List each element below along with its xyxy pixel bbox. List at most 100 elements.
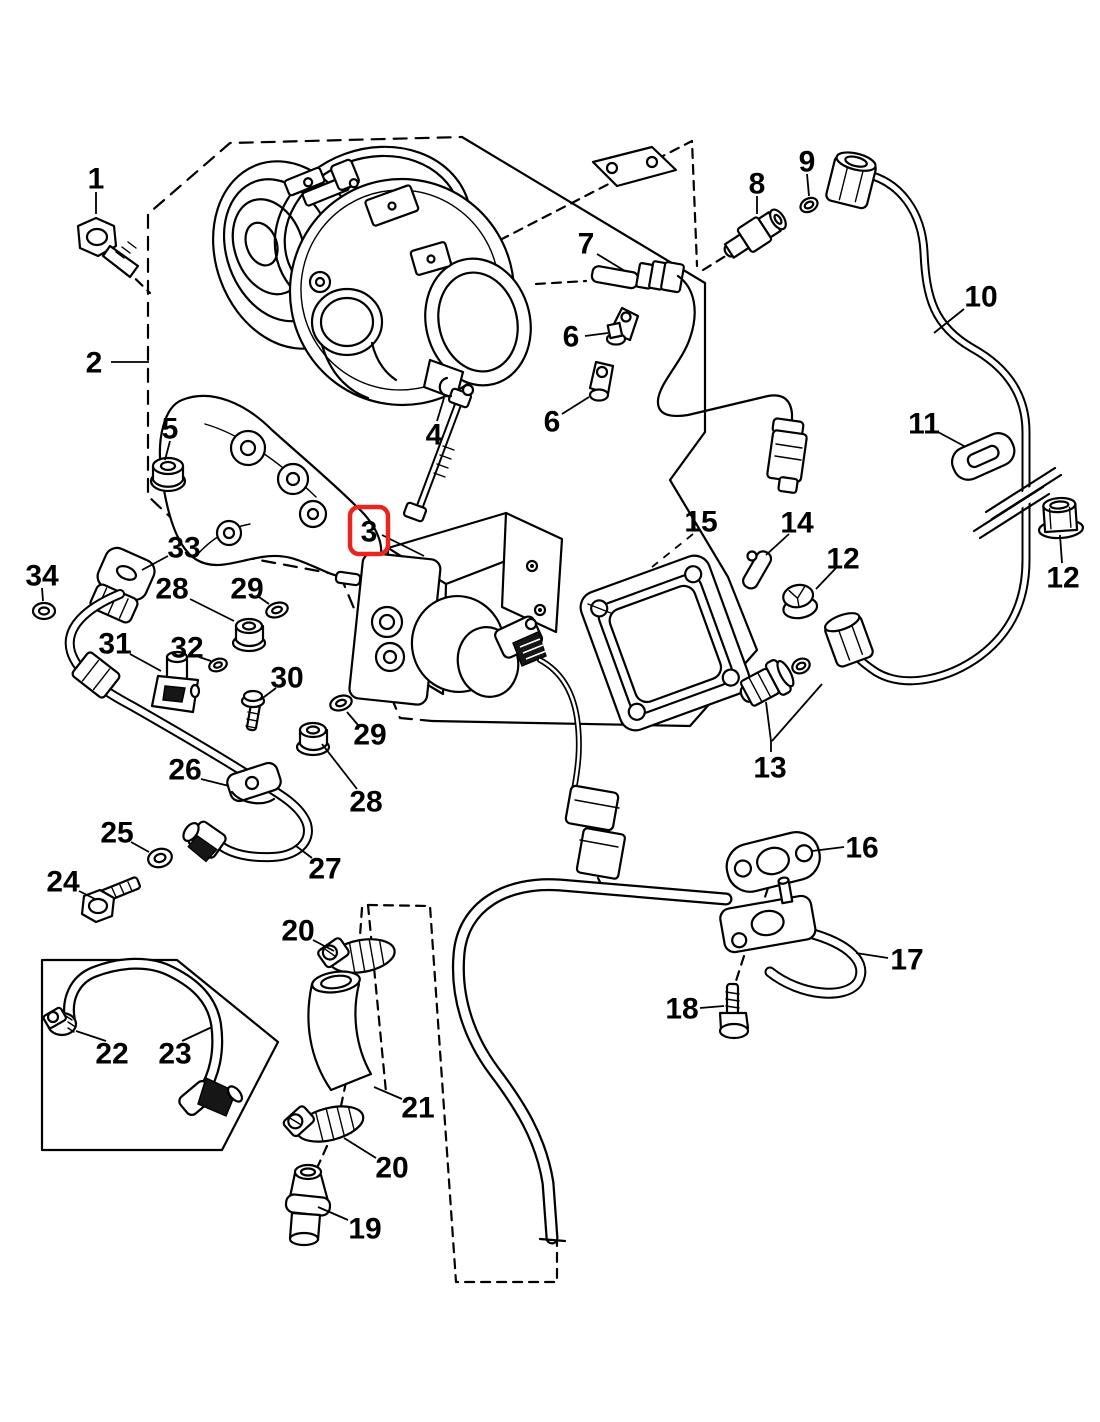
pipe-nut-lower	[823, 612, 874, 668]
washer-9b	[791, 657, 811, 675]
part-number-31[interactable]: 31	[98, 628, 131, 661]
hose-21	[307, 982, 373, 1092]
leader-line-part-13	[765, 701, 772, 752]
leader-line-part-20	[312, 939, 335, 952]
part-number-21[interactable]: 21	[401, 1092, 434, 1125]
retaining-clip-4	[438, 376, 453, 398]
leader-line-part-10	[933, 308, 965, 334]
washer-29b	[329, 694, 353, 712]
part-number-1[interactable]: 1	[88, 163, 105, 196]
part-number-33[interactable]: 33	[167, 532, 200, 565]
part-number-34[interactable]: 34	[25, 560, 59, 593]
part-number-6[interactable]: 6	[544, 406, 561, 439]
leader-line-part-17	[855, 952, 889, 959]
drain-tube-17	[719, 876, 867, 999]
part-number-19[interactable]: 19	[348, 1213, 381, 1246]
leader-line-part-25	[130, 841, 150, 853]
part-number-20[interactable]: 20	[375, 1152, 408, 1185]
hose-context-box	[366, 903, 559, 1284]
part-number-16[interactable]: 16	[845, 832, 878, 865]
elbow-end-fitting	[182, 820, 227, 863]
actuator-assembly-3	[334, 511, 626, 892]
dash-leader-part7	[534, 279, 588, 286]
bolt-18	[718, 982, 750, 1040]
part-number-5[interactable]: 5	[162, 413, 179, 446]
leader-line-part-24	[78, 890, 96, 900]
flange-nut-12b	[1037, 496, 1085, 540]
dowel-pin-14	[742, 550, 773, 590]
washer-34	[31, 601, 57, 621]
leader-line-part-12	[815, 567, 837, 590]
oil-supply-pipe-10	[823, 151, 1085, 686]
hose-end-cap	[538, 1237, 567, 1243]
leader-line-part-22	[75, 1030, 107, 1042]
turbine-outlet	[424, 257, 532, 387]
part-number-2[interactable]: 2	[86, 347, 103, 380]
leader-line-part-21	[373, 1086, 403, 1100]
part-number-32[interactable]: 32	[170, 632, 203, 665]
leader-line-part-12	[1059, 534, 1063, 564]
part-number-4[interactable]: 4	[426, 419, 443, 452]
part-number-28[interactable]: 28	[349, 786, 382, 819]
pipe-nut-upper	[825, 151, 877, 210]
washer-9a	[799, 196, 819, 214]
connector-plug	[564, 784, 620, 832]
temperature-sensor-7	[590, 260, 808, 494]
sensor-bracket-6b	[588, 360, 615, 402]
callout-layer: 1234566789101112121314151617181920202122…	[25, 146, 1079, 1246]
leader-line-part-9	[806, 173, 810, 197]
pipe-clamp-26	[226, 761, 282, 805]
leader-line-part-28	[321, 743, 358, 790]
fitting-13	[739, 659, 795, 707]
part-number-10[interactable]: 10	[964, 281, 997, 314]
hose-context-box-left	[366, 903, 388, 1094]
pipe-break-marks	[972, 466, 1063, 540]
leader-line-part-19	[317, 1206, 349, 1221]
leader-line-part-31	[129, 653, 162, 672]
part-number-17[interactable]: 17	[890, 944, 923, 977]
fitting-19	[284, 1163, 332, 1247]
leader-line-part-32	[198, 656, 212, 662]
part-number-3[interactable]: 3	[361, 516, 378, 549]
part-number-11[interactable]: 11	[908, 408, 940, 441]
part-number-12[interactable]: 12	[1046, 562, 1079, 595]
part-number-18[interactable]: 18	[665, 993, 698, 1026]
part-number-28[interactable]: 28	[155, 573, 188, 606]
leader-line-part-20	[343, 1137, 377, 1159]
part-number-29[interactable]: 29	[230, 573, 263, 606]
leader-line-part-29	[258, 596, 270, 605]
part-number-12[interactable]: 12	[826, 543, 859, 576]
leader-line-part-34	[41, 587, 44, 602]
part-number-8[interactable]: 8	[749, 168, 766, 201]
pipe-bracket-11	[950, 432, 1016, 481]
part-number-13[interactable]: 13	[753, 752, 786, 785]
part-number-26[interactable]: 26	[168, 754, 201, 787]
turbo-box-solid-right	[430, 135, 759, 728]
part-number-30[interactable]: 30	[270, 662, 303, 695]
part-number-20[interactable]: 20	[281, 915, 314, 948]
outlet-plate	[591, 145, 678, 188]
part-number-6[interactable]: 6	[563, 321, 580, 354]
sensor-bracket-6a	[605, 306, 640, 346]
part-number-15[interactable]: 15	[684, 506, 717, 539]
part-number-27[interactable]: 27	[308, 853, 341, 886]
leader-line-part-23	[181, 1026, 213, 1042]
hose-clamp-20b	[282, 1105, 365, 1143]
hose-clamp-22	[42, 1006, 78, 1037]
part-number-7[interactable]: 7	[578, 228, 595, 261]
highlight-box-part-3	[347, 504, 391, 557]
bolt-1	[76, 216, 140, 279]
part-number-24[interactable]: 24	[46, 866, 80, 899]
part-number-29[interactable]: 29	[353, 719, 386, 752]
part-number-9[interactable]: 9	[799, 146, 816, 179]
part-number-25[interactable]: 25	[100, 817, 133, 850]
part-number-22[interactable]: 22	[95, 1038, 128, 1071]
part-number-14[interactable]: 14	[780, 507, 814, 540]
leader-line-part-7	[596, 253, 626, 272]
drain-gasket-16	[725, 831, 821, 893]
part-number-23[interactable]: 23	[158, 1038, 191, 1071]
washer-32	[208, 657, 228, 673]
pipe-union	[71, 651, 121, 699]
